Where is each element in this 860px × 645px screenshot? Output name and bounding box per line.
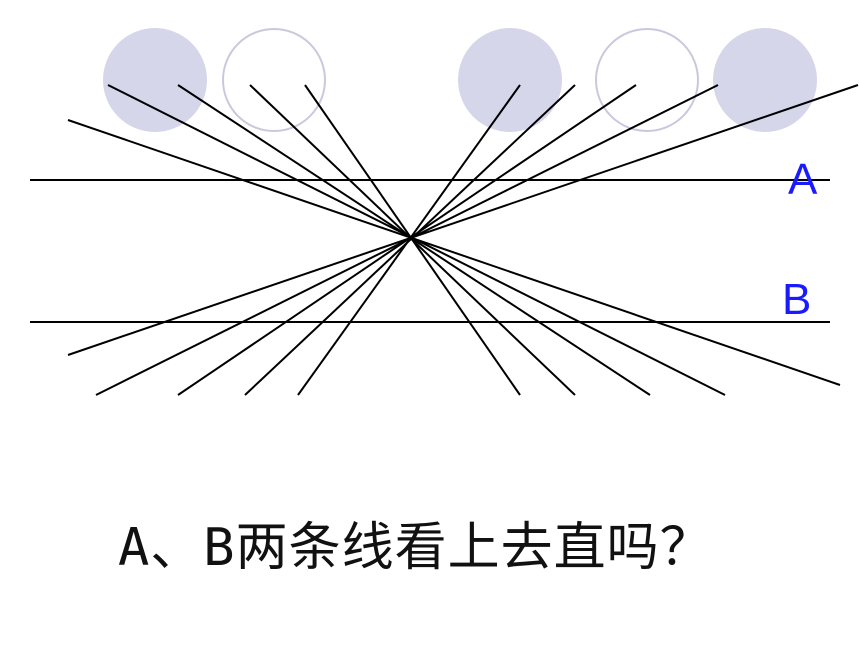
outline-circle-2: [595, 28, 699, 132]
filled-circle-1: [103, 28, 207, 132]
ray-line: [67, 119, 841, 386]
ray-line: [67, 84, 859, 356]
label-b: B: [782, 275, 811, 324]
filled-circle-3: [713, 28, 817, 132]
radiating-lines: [67, 84, 859, 396]
ray-line: [304, 84, 521, 396]
ray-line: [244, 84, 576, 396]
decorative-circles: [103, 28, 817, 132]
label-a: A: [788, 155, 818, 204]
ray-line: [177, 84, 651, 396]
question-text: A、B两条线看上去直吗？: [118, 518, 713, 578]
outline-circle-1: [222, 28, 326, 132]
filled-circle-2: [458, 28, 562, 132]
